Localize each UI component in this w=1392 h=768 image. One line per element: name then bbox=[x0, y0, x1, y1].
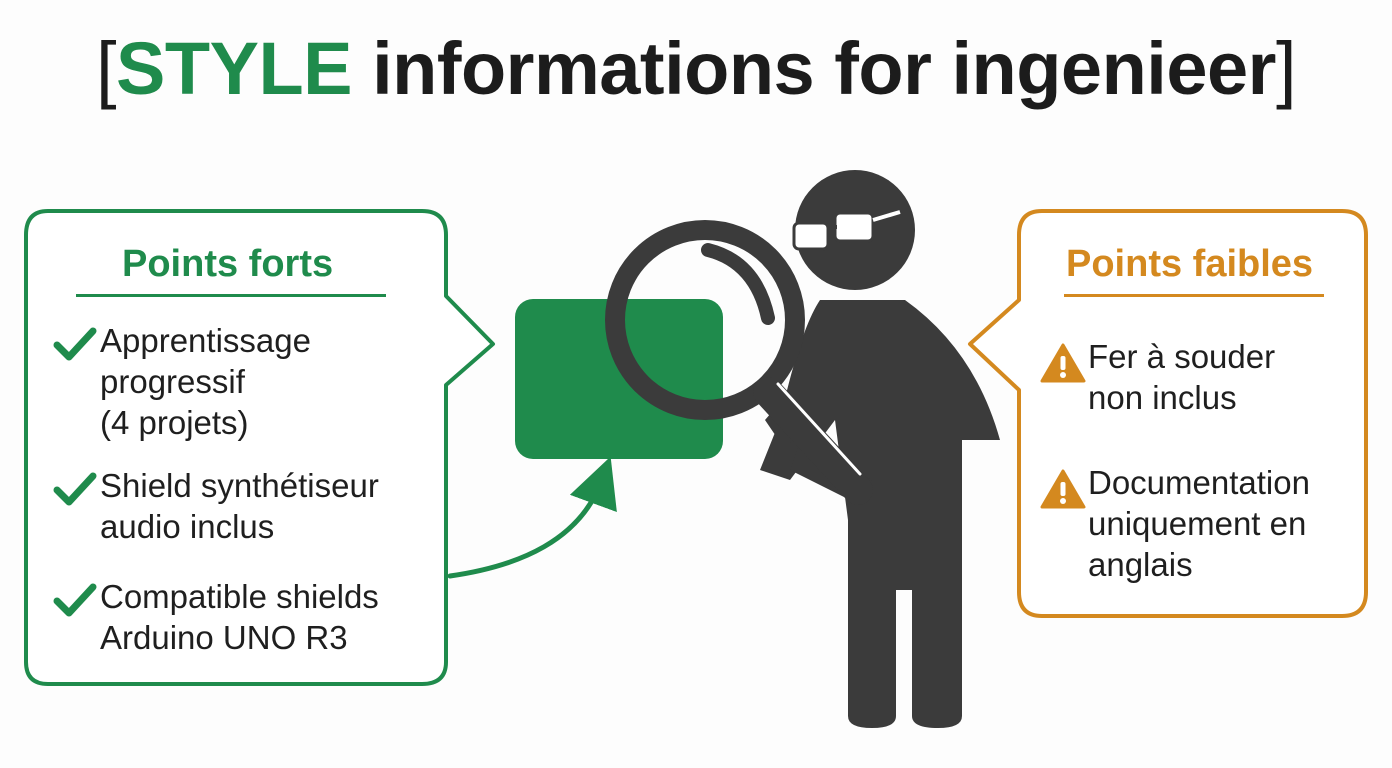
title-rest: informations for ingenieer bbox=[352, 27, 1276, 110]
glasses-icon bbox=[792, 211, 875, 251]
list-item: Compatible shields Arduino UNO R3 bbox=[50, 576, 379, 658]
weakness-text: Documentation uniquement en anglais bbox=[1088, 464, 1310, 583]
list-item: Fer à souder non inclus bbox=[1038, 336, 1275, 418]
person-with-magnifier-icon bbox=[760, 170, 1000, 728]
check-icon bbox=[53, 583, 97, 617]
strengths-bubble bbox=[24, 209, 495, 686]
check-icon bbox=[53, 472, 97, 506]
page-title: [STYLE informations for ingenieer] bbox=[0, 26, 1392, 111]
strengths-divider bbox=[76, 294, 386, 297]
list-item: Shield synthétiseur audio inclus bbox=[50, 465, 379, 547]
weakness-text: Fer à souder non inclus bbox=[1088, 338, 1276, 416]
warning-icon bbox=[1040, 343, 1086, 383]
strength-text: Apprentissage progressif (4 projets) bbox=[100, 322, 311, 441]
weaknesses-divider bbox=[1064, 294, 1324, 297]
title-close-bracket: ] bbox=[1275, 27, 1297, 110]
arrow-icon bbox=[447, 456, 617, 579]
strength-text: Compatible shields Arduino UNO R3 bbox=[100, 578, 379, 656]
green-board-icon bbox=[515, 299, 723, 459]
title-open-bracket: [ bbox=[95, 27, 117, 110]
title-highlight: STYLE bbox=[116, 27, 353, 110]
strength-text: Shield synthétiseur audio inclus bbox=[100, 467, 379, 545]
weaknesses-label: Points faibles bbox=[1066, 243, 1314, 285]
strengths-label: Points forts bbox=[122, 243, 334, 285]
warning-icon bbox=[1040, 469, 1086, 509]
check-icon bbox=[53, 327, 97, 361]
list-item: Documentation uniquement en anglais bbox=[1038, 462, 1310, 585]
magnifier-icon bbox=[605, 220, 873, 505]
weaknesses-bubble bbox=[968, 209, 1368, 618]
list-item: Apprentissage progressif (4 projets) bbox=[50, 320, 311, 443]
